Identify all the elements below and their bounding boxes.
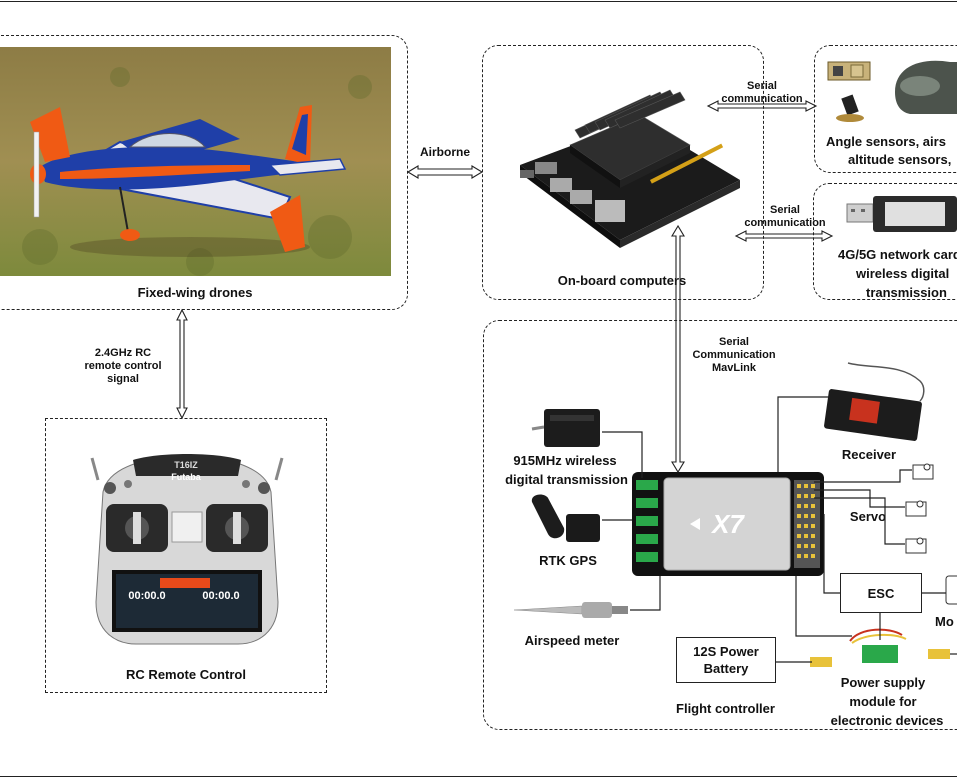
onboard-computer-box xyxy=(482,45,764,300)
x7-controller-image xyxy=(632,472,824,576)
airborne-label: Airborne xyxy=(419,145,470,159)
fixed-wing-label: Fixed-wing drones xyxy=(137,285,253,300)
fixed-wing-drone-image xyxy=(0,47,391,276)
rc-brand: Futaba xyxy=(171,472,201,482)
wire-servo-1 xyxy=(814,469,912,483)
mavlink-label-line2: Communication xyxy=(692,349,776,361)
wireless-915-image xyxy=(530,405,602,451)
angle-sensor-image xyxy=(825,56,875,86)
servo-label: Servo xyxy=(849,509,887,524)
wire-915 xyxy=(602,431,643,478)
network-label-line1: 4G/5G network cards, xyxy=(838,247,957,262)
rc-signal-arrow xyxy=(176,308,188,420)
receiver-image xyxy=(820,357,930,441)
airspeed-meter-label: Airspeed meter xyxy=(524,633,620,648)
battery-label-line1: 12S Power xyxy=(693,644,759,659)
airspeed-sensor-image xyxy=(830,92,870,124)
rc-remote-box xyxy=(45,418,327,693)
servo-3-icon xyxy=(903,534,929,556)
flight-controller-label: Flight controller xyxy=(676,701,775,716)
serial-1-arrow xyxy=(706,100,818,112)
power-module-label-line2: module for xyxy=(849,694,917,709)
servo-2-icon xyxy=(903,497,929,519)
mavlink-label-line1: Serial xyxy=(719,336,749,348)
sensors-label-line1: Angle sensors, airs xyxy=(826,134,946,149)
onboard-computer-label: On-board computers xyxy=(557,273,687,288)
airspeed-meter-image xyxy=(512,598,630,622)
airborne-arrow xyxy=(406,165,484,179)
wireless-915-label-line2: digital transmission xyxy=(505,472,628,487)
esc-box: ESC xyxy=(840,573,922,613)
sensors-label-line2: altitude sensors, xyxy=(848,152,952,167)
mavlink-arrow xyxy=(671,224,685,474)
network-label-line2: wireless digital xyxy=(856,266,950,281)
network-label-line3: transmission xyxy=(866,285,947,300)
sensors-box xyxy=(814,45,957,173)
rc-timer-2: 00:00.0 xyxy=(202,590,240,602)
serial-2-label-line1: Serial xyxy=(770,204,800,216)
servo-1-icon xyxy=(910,460,936,482)
wire-esc xyxy=(823,514,840,594)
serial-1-label-line1: Serial xyxy=(747,80,777,92)
battery-label-line2: Battery xyxy=(703,661,749,676)
network-card-image xyxy=(845,190,957,238)
wire-airspeed xyxy=(630,576,661,611)
serial-2-arrow xyxy=(734,230,834,242)
wireless-915-label-line1: 915MHz wireless xyxy=(513,453,617,468)
rtk-gps-label: RTK GPS xyxy=(539,553,597,568)
wire-receiver xyxy=(777,396,830,472)
x7-brand: X7 xyxy=(712,509,744,539)
rc-signal-label-line2: remote control xyxy=(84,360,162,372)
motor-label: Mo xyxy=(935,614,954,629)
top-border xyxy=(0,1,957,2)
altitude-sensor-image xyxy=(890,52,957,118)
onboard-computer-image xyxy=(500,70,745,260)
fixed-wing-box xyxy=(0,35,408,310)
rc-model: T16IZ xyxy=(174,460,198,470)
power-module-label-line1: Power supply xyxy=(840,675,926,690)
battery-box: 12S Power Battery xyxy=(676,637,776,683)
power-module-label-line3: electronic devices xyxy=(830,713,944,728)
rc-remote-image xyxy=(88,452,286,648)
motor-icon xyxy=(944,572,957,608)
rc-signal-label-line3: signal xyxy=(107,373,139,385)
mavlink-label-line3: MavLink xyxy=(711,362,756,374)
wire-servo-3 xyxy=(814,497,905,545)
serial-2-label-line2: communication xyxy=(744,217,826,229)
receiver-label: Receiver xyxy=(841,447,897,462)
bottom-border xyxy=(0,776,957,777)
rc-signal-label-line1: 2.4GHz RC xyxy=(94,347,152,359)
flight-controller-box xyxy=(483,320,957,730)
serial-1-label-line2: communication xyxy=(721,93,803,105)
rc-remote-label: RC Remote Control xyxy=(126,667,246,682)
wire-power-controller xyxy=(795,576,852,637)
rc-timer-1: 00:00.0 xyxy=(128,590,166,602)
network-box xyxy=(813,183,957,300)
rtk-gps-image xyxy=(526,492,602,546)
